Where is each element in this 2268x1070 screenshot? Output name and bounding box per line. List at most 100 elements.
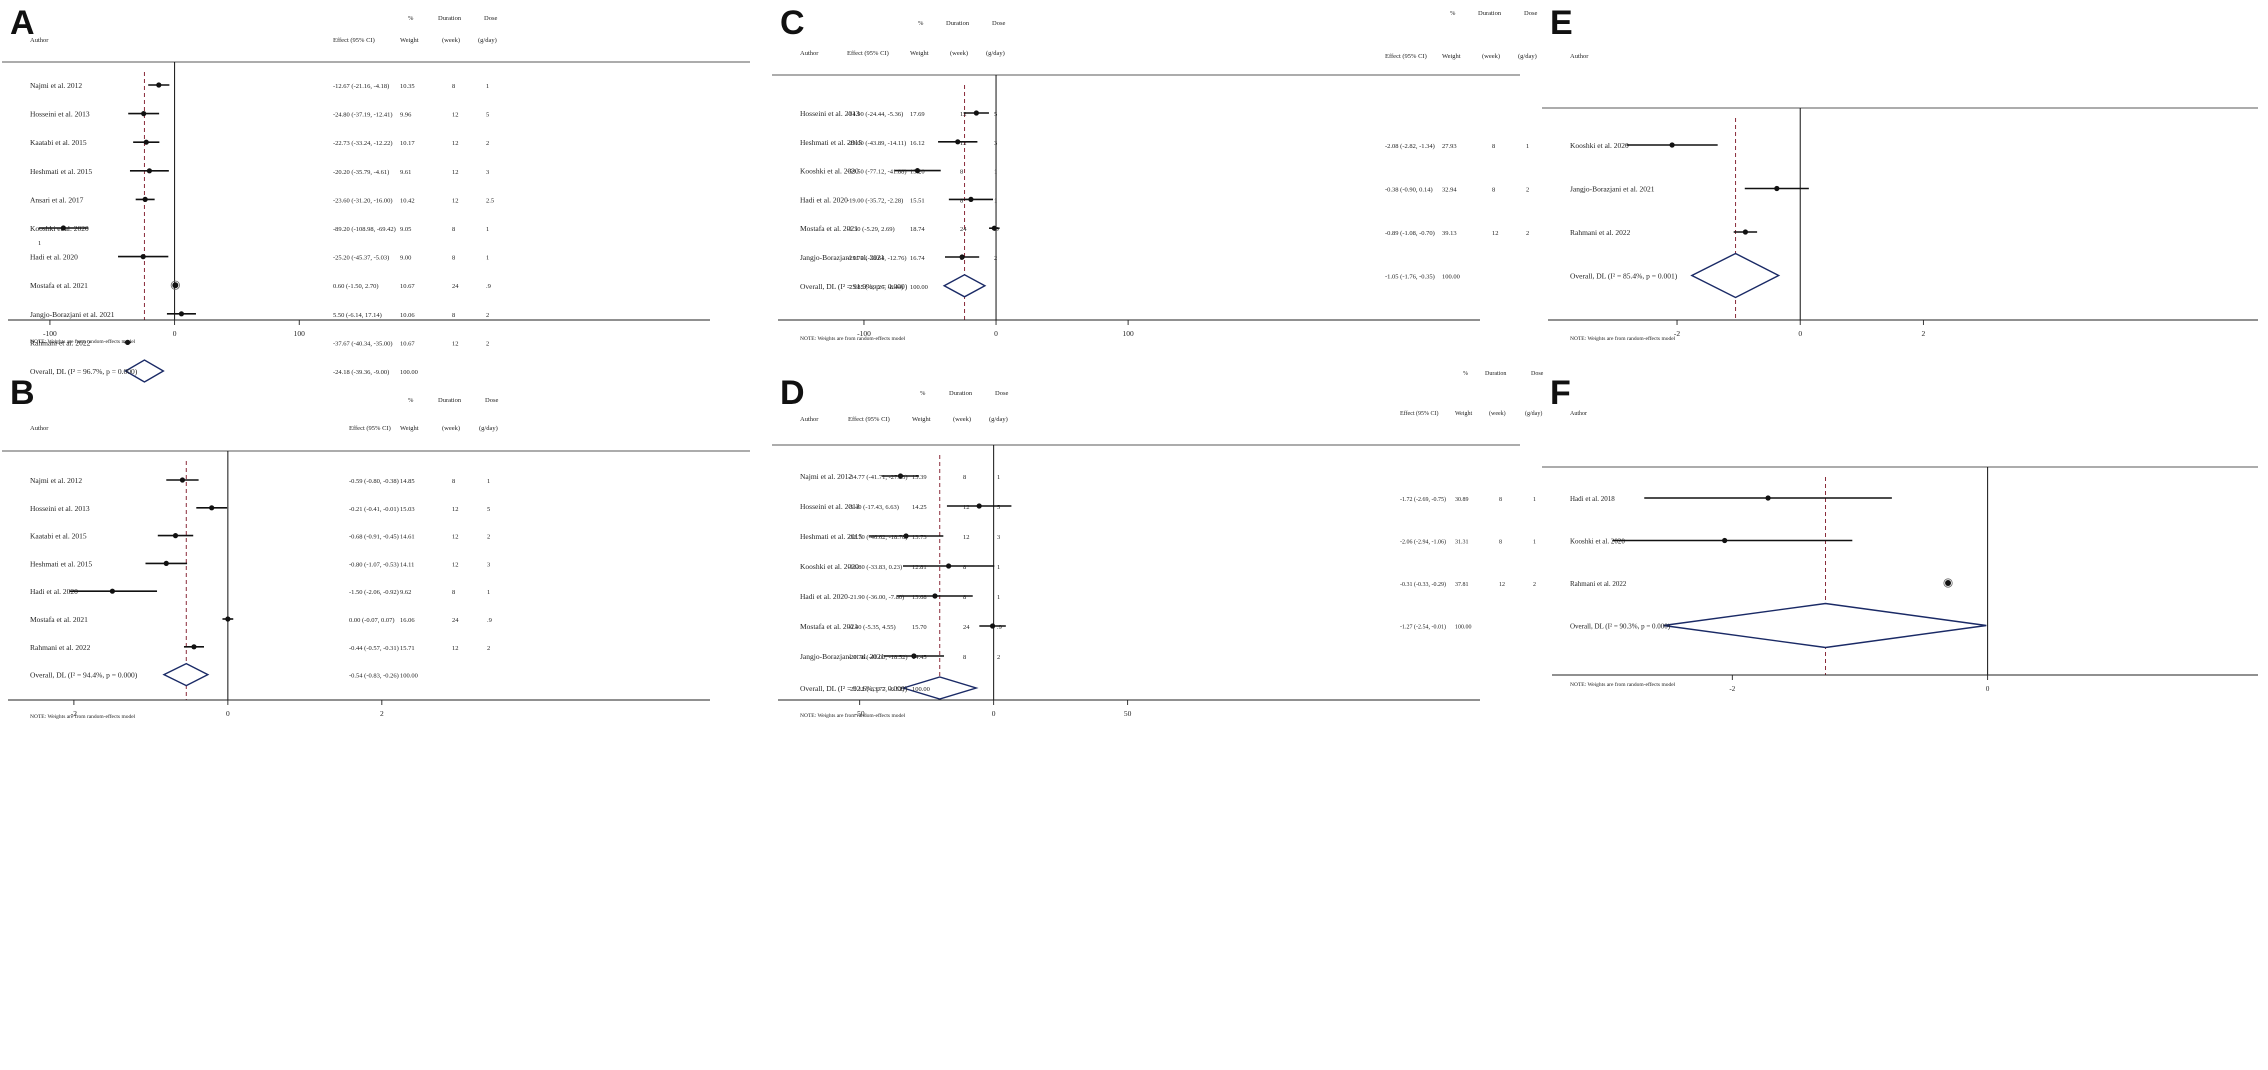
study-author: Kooshki et al. 2020 <box>800 167 859 176</box>
header-duration-top: Duration <box>438 397 462 404</box>
study-effect-ci: -37.67 (-40.34, -35.00) <box>333 340 393 347</box>
study-weight: 16.12 <box>910 140 925 147</box>
overall-diamond <box>124 359 165 383</box>
header-effect: Effect (95% CI) <box>1400 410 1439 417</box>
study-duration: 8 <box>960 255 963 262</box>
study-point-box <box>170 280 180 290</box>
panel-label-b: B <box>10 374 35 412</box>
header-duration: (week) <box>1482 53 1500 60</box>
study-effect-ci: -59.50 (-77.12, -41.88) <box>847 169 907 176</box>
panel-label-d: D <box>780 374 805 412</box>
study-effect-ci: -1.30 (-5.29, 2.69) <box>847 226 895 233</box>
study-dose: 5 <box>487 506 490 513</box>
study-weight: 31.31 <box>1455 540 1469 546</box>
footnote: NOTE: Weights are from random-effects mo… <box>800 335 906 342</box>
study-dose: .9 <box>486 283 491 290</box>
study-effect-ci: 0.00 (-0.07, 0.07) <box>349 617 395 624</box>
x-tick-label: 0 <box>994 329 998 338</box>
study-effect-ci: -29.76 (-41.00, -18.52) <box>848 654 908 661</box>
study-weight: 16.74 <box>910 255 925 262</box>
study-point <box>163 560 169 566</box>
study-weight: 9.62 <box>400 589 411 596</box>
study-dose: 2 <box>997 654 1000 661</box>
study-point <box>142 196 148 202</box>
study-author: Heshmati et al. 2015 <box>800 138 862 147</box>
header-author: Author <box>30 37 49 44</box>
header-dose: (g/day) <box>989 416 1008 423</box>
study-point <box>1669 142 1675 148</box>
study-duration: 8 <box>452 83 455 90</box>
study-effect-ci: 5.50 (-6.14, 17.14) <box>333 312 382 319</box>
x-tick-label: -2 <box>1674 329 1680 338</box>
study-author: Hadi et al. 2020 <box>800 592 848 601</box>
study-point <box>903 533 909 539</box>
study-dose: 2 <box>1526 187 1529 194</box>
study-duration: 12 <box>452 506 459 513</box>
header-dose: (g/day) <box>478 37 497 44</box>
study-author: Hosseini et al. 2013 <box>30 110 90 119</box>
study-author: Kooshki et al. 2020 <box>1570 538 1625 546</box>
header-dose: (g/day) <box>479 425 498 432</box>
study-point <box>156 82 162 88</box>
header-author: Author <box>1570 411 1587 417</box>
overall-label: Overall, DL (I² = 85.4%, p = 0.001) <box>1570 272 1678 281</box>
header-duration-top: Duration <box>1485 371 1506 377</box>
study-point <box>991 225 997 231</box>
study-weight: 32.94 <box>1442 187 1457 194</box>
study-duration: 24 <box>452 283 459 290</box>
study-point <box>955 139 961 145</box>
study-duration: 8 <box>1492 143 1495 150</box>
study-effect-ci: -21.90 (-36.00, -7.80) <box>848 594 904 601</box>
header-dose-top: Dose <box>484 15 497 22</box>
study-point <box>989 623 996 629</box>
study-dose: 1 <box>1526 143 1529 150</box>
study-duration: 8 <box>452 312 455 319</box>
study-duration: 12 <box>960 140 967 147</box>
study-weight: 10.67 <box>400 340 415 347</box>
study-weight: 10.67 <box>400 283 415 290</box>
header-dose-top: Dose <box>995 390 1008 397</box>
study-duration: 12 <box>963 504 970 511</box>
study-weight: 15.03 <box>400 506 415 513</box>
study-effect-ci: -22.73 (-33.24, -12.22) <box>333 140 393 147</box>
study-duration: 8 <box>960 169 963 176</box>
study-point <box>932 593 938 599</box>
study-weight: 27.93 <box>1442 143 1457 150</box>
study-duration: 12 <box>452 112 459 119</box>
study-dose: 2 <box>486 340 489 347</box>
header-author: Author <box>30 425 49 432</box>
study-weight: 9.00 <box>400 255 411 262</box>
study-weight: 18.74 <box>910 226 925 233</box>
study-dose: 5 <box>486 112 489 119</box>
study-duration: 8 <box>1492 187 1495 194</box>
header-weight: Weight <box>910 50 929 57</box>
study-duration: 8 <box>452 255 455 262</box>
study-dose: 1 <box>997 564 1000 571</box>
study-duration: 8 <box>1499 497 1502 503</box>
study-effect-ci: -0.80 (-1.07, -0.53) <box>349 561 399 568</box>
x-tick-label: -100 <box>857 329 871 338</box>
footnote: NOTE: Weights are from random-effects mo… <box>1570 681 1676 688</box>
study-author: Heshmati et al. 2015 <box>30 559 92 568</box>
study-effect-ci: -25.70 (-38.64, -12.76) <box>847 255 907 262</box>
study-duration: 12 <box>452 197 459 204</box>
study-point <box>968 196 974 202</box>
study-point <box>172 533 179 539</box>
header-duration-top: Duration <box>946 20 970 27</box>
study-duration: 8 <box>963 474 966 481</box>
study-author: Mostafa et al. 2021 <box>800 622 858 631</box>
study-author: Heshmati et al. 2015 <box>800 532 862 541</box>
x-tick-label: 0 <box>1986 685 1990 693</box>
header-effect: Effect (95% CI) <box>1385 53 1427 60</box>
study-duration: 12 <box>960 111 967 118</box>
study-weight: 15.51 <box>910 197 925 204</box>
study-weight: 37.81 <box>1455 582 1469 588</box>
overall-weight: 100.00 <box>912 686 930 693</box>
x-tick-label: 0 <box>992 709 996 718</box>
study-author: Rahmani et al. 2022 <box>30 643 91 652</box>
study-author: Jangjo-Borazjani et al. 2021 <box>800 253 885 262</box>
